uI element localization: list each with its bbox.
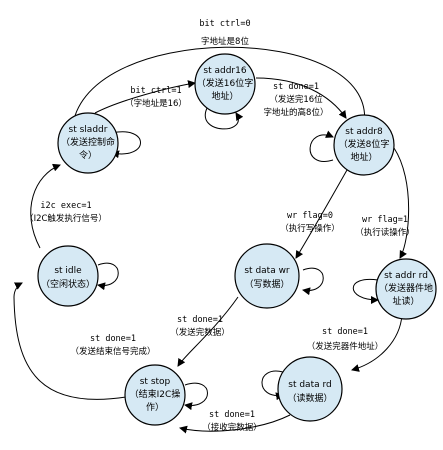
state-sladdr-desc2: 令） [79,149,97,161]
state-stop-name: st stop [140,377,171,387]
state-addr16: st addr16 （发送16位字 地址） [194,53,256,115]
state-addrrd-desc1: （发送器件地 [379,282,433,294]
loop-addr16 [204,107,244,130]
state-stop-desc2: 作） [146,401,164,413]
state-stop-desc1: （结束I2C操 [130,388,181,400]
edge-addr16-to-addr8 [255,77,347,119]
state-datard-desc1: （读数据） [287,392,332,404]
edge-stop-to-idle [13,282,127,400]
label-addr16-addr8-cond: st done=1 [273,82,319,92]
state-stop: st stop （结束I2C操 作） [124,364,186,426]
label-addr8-datawr-cond: wr flag=0 [287,211,333,221]
edge-sladdr-to-addr8 [71,46,369,134]
label-addrrd-datard-desc: （发送完器件地址） [307,341,384,352]
edge-addr8-to-addrrd [393,147,410,259]
state-addr16-desc2: 地址） [211,90,238,102]
loop-sladdr [111,131,141,159]
state-datawr-name: st data wr [244,266,290,276]
label-idle-sladdr-desc: （I2C触发执行信号） [25,213,107,224]
edge-idle-to-sladdr [30,163,61,249]
state-addrrd: st addr rd （发送器件地 址读） [375,258,437,320]
edge-datawr-to-stop [177,296,239,367]
state-sladdr-name: st sladdr [69,125,108,135]
label-idle-sladdr-cond: i2c exec=1 [40,201,91,211]
state-addr8: st addr8 （发送8位字 地址） [333,114,395,176]
state-datard-name: st data rd [288,380,331,390]
label-addr16-addr8-desc1: （发送完16位 [269,94,323,105]
label-sladdr-addr16-desc: （字地址是16） [125,98,187,109]
edge-addrrd-to-datard [351,314,403,372]
state-idle-name: st idle [54,266,82,276]
label-addrrd-datard-cond: st done=1 [322,327,368,337]
loop-idle [97,262,119,291]
label-sladdr-addr16-cond: bit ctrl=1 [130,86,181,96]
label-datawr-stop-cond: st done=1 [177,315,223,325]
state-idle: st idle （空闲状态） [37,245,99,307]
state-sladdr-desc1: （发送控制命 [61,136,115,148]
label-addr8-datawr-desc: （执行写操作） [280,223,340,234]
loop-addrrd [352,278,379,304]
loop-datard [261,370,284,401]
label-addr16-addr8-desc2: 字地址的高8位） [264,107,329,118]
state-idle-desc1: （空闲状态） [41,278,95,290]
label-sladdr-addr8-cond: bit ctrl=0 [199,19,250,29]
state-addrrd-desc2: 址读） [392,295,419,307]
label-stop-idle-desc: （发送结束信号完成） [70,346,155,357]
state-addr16-name: st addr16 [203,66,246,76]
label-addr8-addrrd-cond: wr flag=1 [362,215,408,225]
edge-addr8-to-datawr [295,169,348,259]
state-addr8-desc2: 地址） [350,151,377,163]
state-addrrd-name: st addr rd [384,271,428,281]
state-addr8-desc1: （发送8位字 [339,138,390,150]
state-addr16-desc1: （发送16位字 [197,77,253,89]
state-datard: st data rd （读数据） [277,356,343,422]
label-datard-stop-desc: （接收完数据） [202,422,262,433]
state-datawr-desc1: （写数据） [244,278,289,290]
loop-datawr [302,267,324,296]
edge-sladdr-to-addr16 [94,80,196,114]
label-addr8-addrrd-desc: （执行读操作） [355,227,415,238]
label-datard-stop-cond: st done=1 [209,410,255,420]
state-datawr: st data wr （写数据） [234,243,300,309]
state-addr8-name: st addr8 [345,127,383,137]
label-stop-idle-cond: st done=1 [90,334,136,344]
loop-stop [184,382,208,411]
edge-datard-to-stop [179,414,291,434]
loop-addr8 [309,130,334,162]
label-sladdr-addr8-desc: 字地址是8位 [201,36,249,47]
state-sladdr: st sladdr （发送控制命 令） [57,112,119,174]
label-datawr-stop-desc: （发送完数据） [170,327,230,338]
